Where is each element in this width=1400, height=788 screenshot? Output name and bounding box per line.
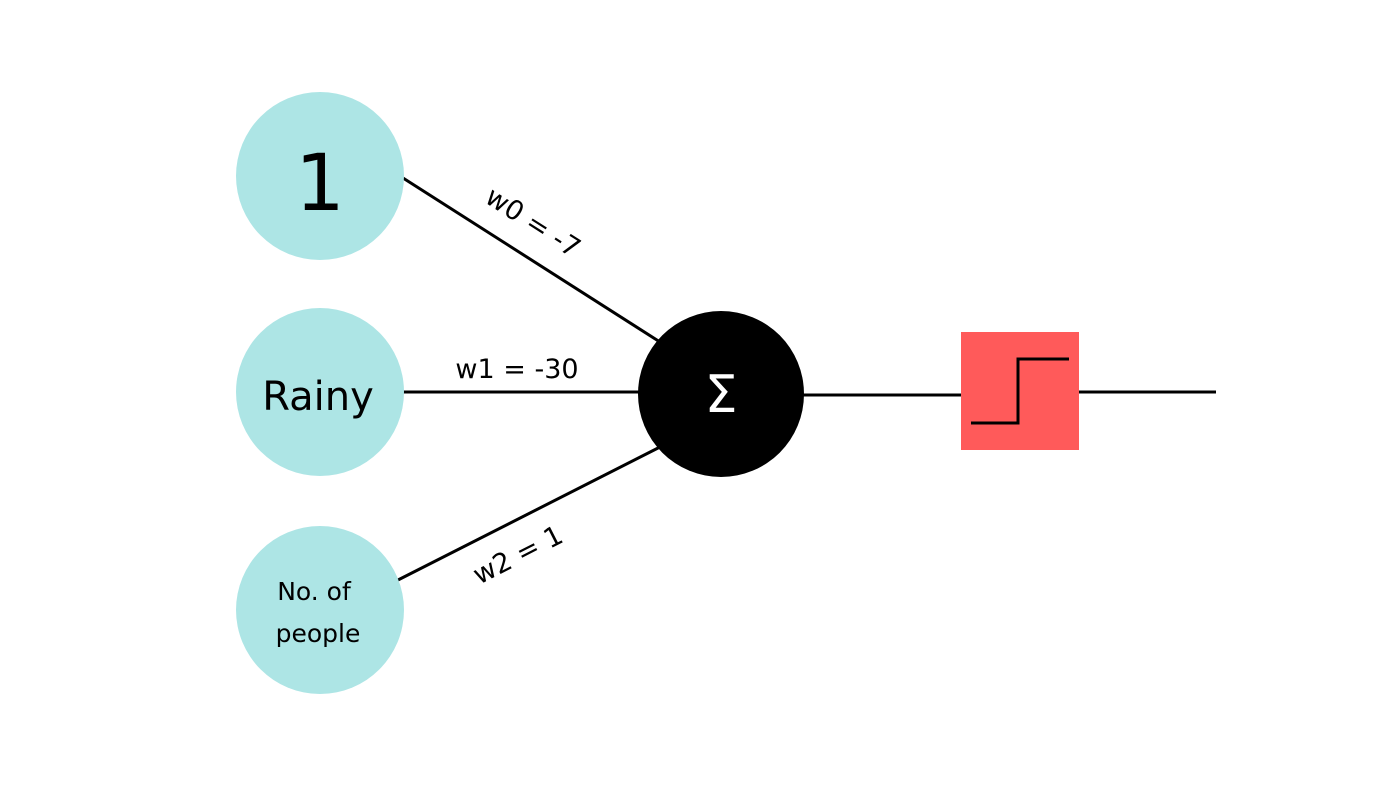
weight-label-w2: w2 = 1 bbox=[468, 520, 568, 591]
input-node-people: No. of people bbox=[236, 526, 404, 694]
input-node-bias-label: 1 bbox=[295, 139, 345, 229]
input-node-people-circle bbox=[236, 526, 404, 694]
summation-node-circle bbox=[638, 311, 804, 477]
step-function-icon bbox=[971, 357, 1069, 425]
activation-node bbox=[961, 332, 1079, 450]
weight-label-w0: w0 = -7 bbox=[480, 181, 586, 264]
input-node-bias-circle bbox=[236, 92, 404, 260]
summation-symbol: Σ bbox=[705, 365, 738, 425]
input-node-rainy-label: Rainy bbox=[262, 374, 374, 420]
edge-input-3-to-sum bbox=[397, 444, 663, 582]
input-node-bias: 1 bbox=[236, 92, 404, 260]
input-node-people-label-line-2: people bbox=[276, 619, 361, 648]
edge-input-1-to-sum bbox=[402, 176, 661, 344]
activation-box bbox=[961, 332, 1079, 450]
input-node-people-label-line-1: No. of bbox=[277, 577, 352, 606]
input-node-rainy: Rainy bbox=[236, 308, 404, 476]
weight-label-w1: w1 = -30 bbox=[455, 354, 578, 385]
summation-node: Σ bbox=[638, 311, 804, 477]
input-node-rainy-circle bbox=[236, 308, 404, 476]
